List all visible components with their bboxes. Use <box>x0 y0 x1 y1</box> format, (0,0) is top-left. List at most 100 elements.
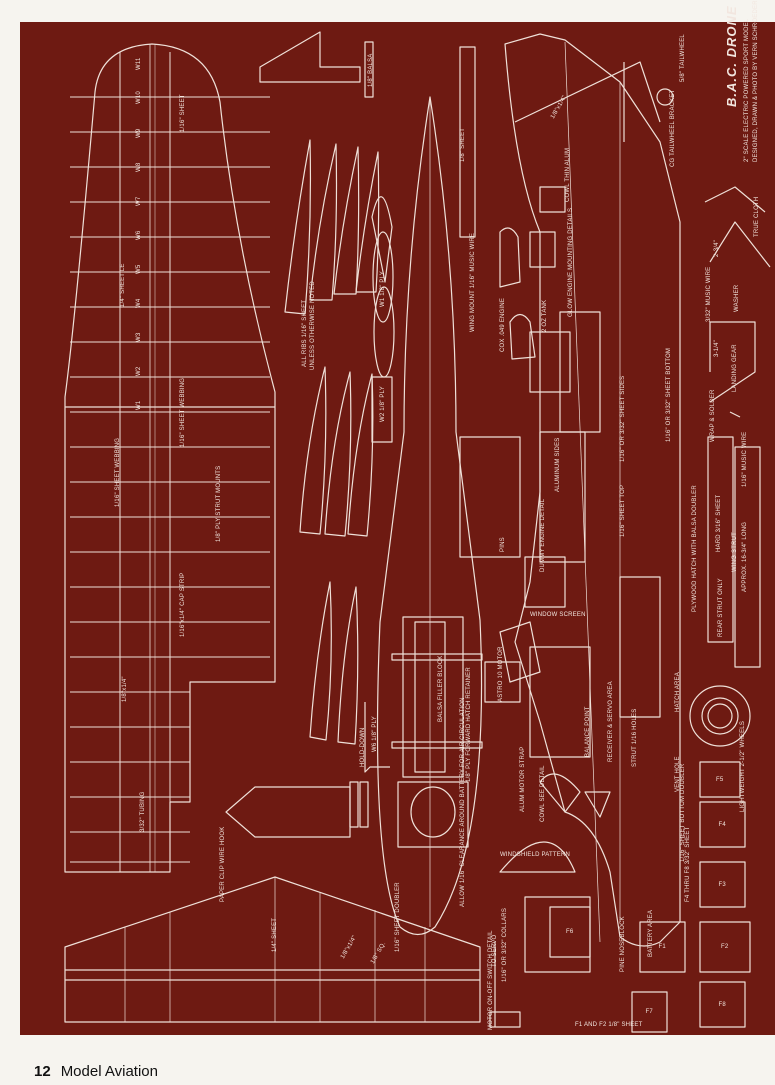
label-motor-strap: ALUM MOTOR STRAP <box>520 746 526 812</box>
label-wing-sheet: 1/16" SHEET <box>180 94 186 132</box>
label-dummy-engine: DUMMY ENGINE DETAIL <box>540 498 546 572</box>
label-pins: PINS <box>500 537 506 552</box>
label-wing-spar: 1/8"x1/4" <box>122 676 128 702</box>
label-cowl: COWL SEE DETAIL <box>540 765 546 822</box>
label-aluminum-sides: ALUMINUM SIDES <box>555 437 561 492</box>
label-music-wire-small: 1/16" MUSIC WIRE <box>742 431 748 487</box>
label-tank: 2 OZ TANK <box>542 299 548 332</box>
label-wire-hook: PAPER CLIP WIRE HOOK <box>220 826 226 902</box>
wing-rib-label: W8 <box>136 162 142 172</box>
former-outline <box>631 991 668 1033</box>
former-outline <box>699 981 746 1028</box>
former-label: F5 <box>716 776 724 783</box>
label-rear-strut: REAR STRUT ONLY <box>718 578 724 637</box>
wing-rib-label: W3 <box>136 332 142 342</box>
plan-title: B.A.C. DRONE <box>724 5 739 107</box>
label-f-formers: F1 AND F2 1/8" SHEET <box>575 1022 643 1028</box>
former-outline <box>549 906 591 958</box>
label-sheet-doubler: 1/16" SHEET DOUBLER <box>395 882 401 952</box>
label-battery-area: BATTERY AREA <box>648 909 654 957</box>
former-label: F8 <box>718 1001 726 1008</box>
label-windshield: WINDSHIELD PATTERN <box>500 852 571 858</box>
label-astro-motor: ASTRO 10 MOTOR <box>498 646 504 702</box>
fuselage-top-view <box>376 96 483 936</box>
label-fuse-bottom: 1/16" OR 3/32" SHEET BOTTOM <box>666 347 672 442</box>
wing-rib-label: W1 <box>136 400 142 410</box>
label-w6-ply: W6 1/8" PLY <box>372 716 378 752</box>
label-w1-ply: W1 1/8" PLY <box>380 271 386 307</box>
label-hard-sheet: HARD 3/16" SHEET <box>716 494 722 552</box>
label-plywood-hatch: PLYWOOD HATCH WITH BALSA DOUBLER <box>692 485 698 612</box>
wing-rib-label: W11 <box>136 57 142 71</box>
label-unless-noted: UNLESS OTHERWISE NOTED <box>310 281 316 370</box>
label-washer: WASHER <box>734 284 740 312</box>
former-outlines <box>549 761 751 1033</box>
former-label: F2 <box>721 944 729 950</box>
label-battery-clearance: ALLOW 1/16" CLEARANCE AROUND BATTERY FOR… <box>460 697 466 907</box>
label-window-screen: WINDOW SCREEN <box>530 612 586 618</box>
top-parts <box>225 31 476 838</box>
label-pine-noseblock: PINE NOSEBLOCK <box>620 916 626 972</box>
label-wing-mount: WING MOUNT 1/16" MUSIC WIRE <box>470 232 476 332</box>
label-cap-strip: 1/16"x1/4" CAP STRIP <box>180 572 186 637</box>
wing-rib-label: W2 <box>136 366 142 376</box>
label-tail-balsa: 1/8" BALSA <box>368 53 374 87</box>
former-label: F6 <box>566 929 574 935</box>
label-wire-collars: 1/16" OR 3/32" COLLARS <box>502 907 508 982</box>
label-fin-sheet: 1/8" SHEET <box>460 127 466 162</box>
label-wrap-solder: WRAP & SOLDER <box>710 389 716 442</box>
label-strut-mounts: 1/8" PLY STRUT MOUNTS <box>216 465 222 542</box>
label-w2-ply: W2 1/8" PLY <box>380 386 386 422</box>
stabilizer <box>64 876 481 1023</box>
roundel <box>689 685 751 747</box>
label-forward-hatch: 1/8" PLY FORWARD HATCH RETAINER <box>466 667 472 782</box>
wing-panel <box>64 43 276 873</box>
former-label: F4 <box>718 821 726 828</box>
label-hatch-area: HATCH AREA <box>675 672 681 712</box>
label-true-cloth: TRUE CLOTH <box>754 196 760 237</box>
former-outline <box>699 801 746 848</box>
page-number: 12 <box>34 1062 51 1080</box>
label-balsa-filler: BALSA FILLER BLOCK <box>438 655 444 722</box>
plan-subtitle-1: 2" SCALE ELECTRIC POWERED SPORT MODEL <box>744 18 750 162</box>
magazine-name: Model Aviation <box>60 1062 158 1080</box>
label-landing-gear: LANDING GEAR <box>732 344 738 392</box>
label-balance-point: BALANCE POINT <box>585 706 591 757</box>
plan-subtitle-2: DESIGNED, DRAWN & PHOTO BY VERN SCHROEDE… <box>753 0 759 162</box>
former-label: F7 <box>645 1009 653 1015</box>
tailwheel-note: 5/8" TAILWHEEL <box>680 34 686 82</box>
fuselage-side-view <box>484 33 681 947</box>
tailwheel-bracket: CG TAILWHEEL BRACKET <box>670 89 676 167</box>
label-sheet-le: 1/4" SHEET LE <box>120 263 126 307</box>
former-outline <box>639 921 686 973</box>
label-webbing-a: 1/16" SHEET WEBBING <box>115 437 121 507</box>
label-strut-holes: STRUT 1/16 HOLES <box>632 708 638 767</box>
label-dim-2-34: 2-3/4" <box>714 239 720 257</box>
wing-rib-label: W4 <box>136 298 142 308</box>
label-cox-049: COX .049 ENGINE <box>500 297 506 352</box>
label-fuse-top: 1/16" SHEET TOP <box>620 484 626 537</box>
label-f-thru: F4 THRU F8 3/32" SHEET <box>685 826 691 902</box>
former-label: F1 <box>658 944 666 950</box>
rib-templates <box>284 139 395 773</box>
label-dim-3-14: 3-1/4" <box>714 339 720 357</box>
page-footer: 12 Model Aviation <box>34 1061 158 1081</box>
label-hold-down: HOLD-DOWN <box>360 727 366 767</box>
former-outline <box>699 861 746 908</box>
label-approx-long: APPROX. 16-3/4" LONG <box>742 521 748 592</box>
label-wheels: LIGHTWEIGHT 2-1/2" WHEELS <box>740 720 746 812</box>
wing-rib-label: W10 <box>136 91 142 104</box>
label-switch-detail: MOTOR ON-OFF SWITCH DETAIL <box>488 930 494 1030</box>
label-stab-sheet: 1/4" SHEET <box>272 917 278 952</box>
wing-rib-label: W9 <box>136 128 142 138</box>
label-receiver-area: RECEIVER & SERVO AREA <box>608 681 614 762</box>
landing-gear-detail <box>704 186 771 668</box>
label-webbing-b: 1/16" SHEET WEBBING <box>180 377 186 447</box>
wing-rib-label: W6 <box>136 230 142 240</box>
wing-rib-label: W5 <box>136 264 142 274</box>
label-all-ribs: ALL RIBS 1/16" SHEET <box>302 299 308 367</box>
former-label: F3 <box>718 881 726 888</box>
blueprint-plan: B.A.C. DRONE 2" SCALE ELECTRIC POWERED S… <box>20 0 775 1035</box>
switch-detail <box>489 942 521 1028</box>
label-fuse-sides: 1/16" OR 3/32" SHEET SIDES <box>620 375 626 462</box>
